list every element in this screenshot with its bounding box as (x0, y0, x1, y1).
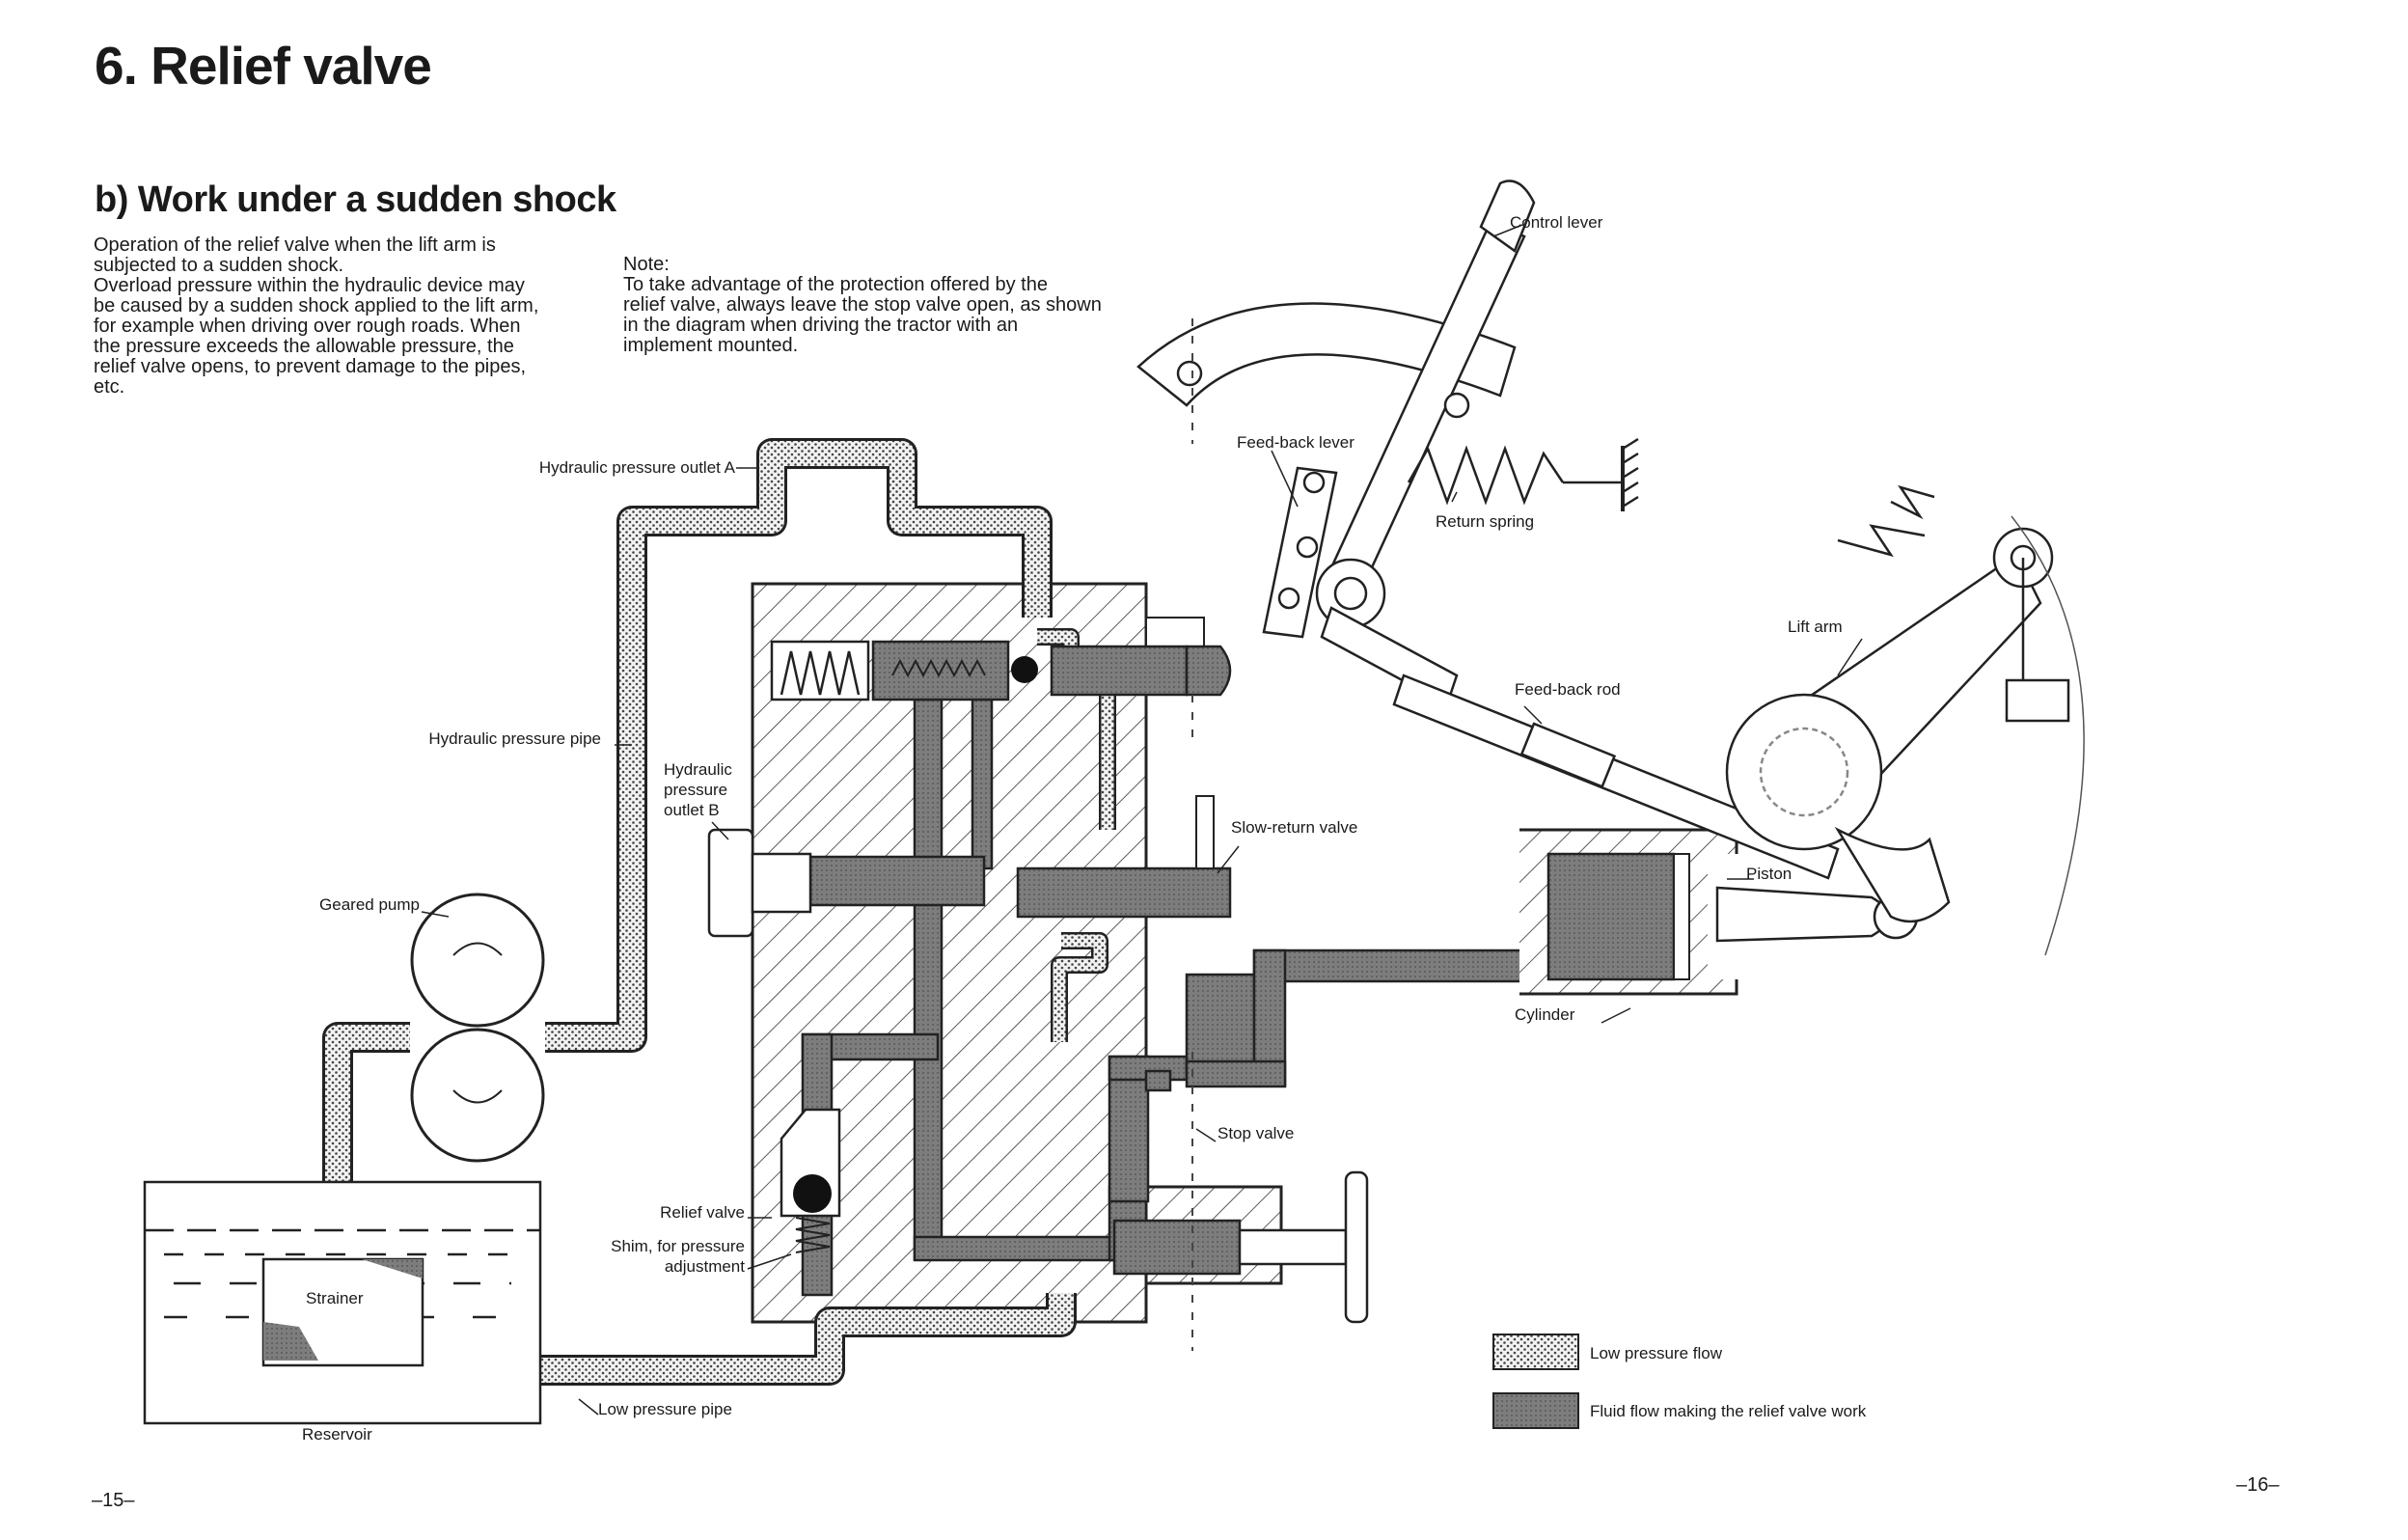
label-feed-back-rod: Feed-back rod (1515, 680, 1621, 699)
legend-relief-flow-label: Fluid flow making the relief valve work (1590, 1402, 1867, 1420)
legend-relief-flow-swatch (1492, 1392, 1579, 1429)
label-reservoir: Reservoir (302, 1425, 372, 1444)
legend-low-pressure-swatch (1492, 1334, 1579, 1370)
label-lift-arm: Lift arm (1788, 618, 1843, 636)
component-labels: Control lever Feed-back lever Return spr… (302, 213, 1843, 1444)
label-shim-1: Shim, for pressure (611, 1237, 745, 1255)
label-outlet-b-2: pressure (664, 781, 727, 799)
legend: Low pressure flow Fluid flow making the … (1492, 1334, 1867, 1429)
geared-pump (410, 893, 545, 1163)
relief-valve-ball (780, 1108, 841, 1253)
note-body: To take advantage of the protection offe… (623, 274, 1102, 356)
label-feed-back-lever: Feed-back lever (1237, 433, 1354, 452)
label-relief-valve: Relief valve (660, 1203, 745, 1222)
relief-valve-spool (770, 640, 1232, 701)
leader-lines (421, 224, 1863, 1416)
label-hydraulic-pressure-pipe: Hydraulic pressure pipe (428, 729, 601, 748)
outlet-b-plug (707, 828, 812, 938)
low-pressure-pipes (322, 438, 1116, 1386)
label-strainer: Strainer (306, 1289, 364, 1307)
note-block: Note:To take advantage of the protection… (623, 234, 1125, 356)
page-number-left: –15– (92, 1490, 135, 1511)
label-piston: Piston (1746, 865, 1792, 883)
return-spring (1407, 437, 1639, 511)
legend-low-pressure-label: Low pressure flow (1590, 1344, 1723, 1362)
relief-flow-passages (801, 698, 1546, 1297)
page-title: 6. Relief valve (95, 36, 432, 96)
label-stop-valve: Stop valve (1218, 1124, 1294, 1142)
slow-return-valve (1016, 795, 1232, 919)
section-subtitle: b) Work under a sudden shock (95, 179, 616, 220)
label-return-spring: Return spring (1436, 512, 1534, 531)
page-number-right: –16– (2236, 1474, 2280, 1496)
label-geared-pump: Geared pump (319, 895, 420, 914)
note-heading: Note: (623, 254, 670, 275)
label-outlet-b-3: outlet B (664, 801, 720, 819)
stop-valve (1112, 1170, 1369, 1324)
label-low-pressure-pipe: Low pressure pipe (598, 1400, 732, 1418)
label-cylinder: Cylinder (1515, 1005, 1575, 1024)
reservoir (143, 1180, 542, 1425)
label-shim-2: adjustment (665, 1257, 745, 1276)
control-linkage (1136, 179, 1840, 880)
intro-paragraph: Operation of the relief valve when the l… (94, 234, 539, 398)
lift-arm (1725, 484, 2085, 956)
label-outlet-b-1: Hydraulic (664, 760, 732, 779)
label-slow-return-valve: Slow-return valve (1231, 818, 1357, 837)
label-control-lever: Control lever (1510, 213, 1603, 232)
label-hydraulic-pressure-outlet-a: Hydraulic pressure outlet A (539, 458, 736, 477)
